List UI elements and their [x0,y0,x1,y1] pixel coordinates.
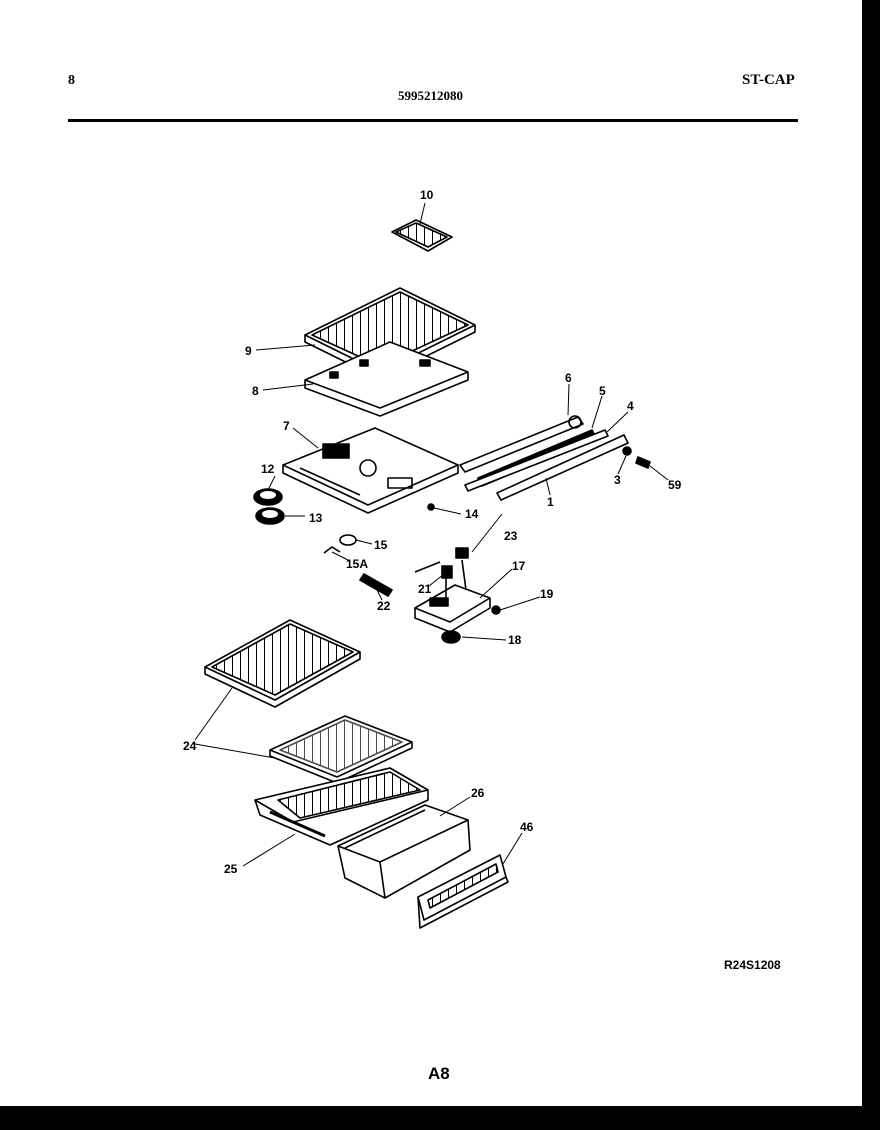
callout-21: 21 [418,582,432,596]
part-3-washer [622,446,632,456]
part-18-knob [441,630,461,644]
part-59-screw [635,456,651,469]
part-7-plate [282,427,459,514]
callout-23: 23 [504,529,518,543]
callout-9: 9 [245,344,252,358]
part-25-crisper-cover [254,767,429,846]
callout-14: 14 [465,507,479,521]
model-code: ST-CAP [742,72,795,88]
exploded-parts-diagram: 10 9 8 7 12 13 14 6 5 4 3 59 1 15 15A 22… [183,188,682,929]
callout-18: 18 [508,633,522,647]
part-46-drawer-front [417,854,509,929]
diagram-code: R24S1208 [724,958,781,972]
callout-15: 15 [374,538,388,552]
callout-5: 5 [599,384,606,398]
callout-46: 46 [520,820,534,834]
page-number: 8 [68,73,75,88]
page-id: A8 [428,1064,450,1083]
part-15-clip [339,534,357,546]
part-22-pin [359,573,393,597]
part-19-screw [491,605,501,615]
part-13-knob [255,507,285,525]
part-24-shelf-lower [269,715,413,784]
callout-59: 59 [668,478,682,492]
callout-7: 7 [283,419,290,433]
part-14-screw [427,503,435,511]
callout-8: 8 [252,384,259,398]
callout-26: 26 [471,786,485,800]
part-24-shelf-upper [204,619,361,708]
callout-13: 13 [309,511,323,525]
parts-sheet: 8 5995212080 ST-CAP [0,0,862,1106]
callout-17: 17 [512,559,526,573]
callout-4: 4 [627,399,634,413]
part-10-grille [391,219,453,252]
callout-15a: 15A [346,557,368,571]
part-15a-clip [323,546,341,554]
part-26-crisper-drawer [337,804,471,899]
callout-1: 1 [547,495,554,509]
callout-labels: 10 9 8 7 12 13 14 6 5 4 3 59 1 15 15A 22… [183,188,682,876]
callout-12: 12 [261,462,275,476]
part-1-rail [496,434,629,501]
part-21-bracket [414,561,453,598]
header-rule [68,119,798,122]
part-23-cap [455,547,469,559]
callout-24: 24 [183,739,197,753]
callout-6: 6 [565,371,572,385]
part-6-rail [459,415,584,473]
part-4-rail [464,429,609,492]
part-12-knob [253,488,283,506]
callout-3: 3 [614,473,621,487]
part-number: 5995212080 [398,88,463,103]
part-8-frame [304,341,469,417]
callout-19: 19 [540,587,554,601]
callout-10: 10 [420,188,434,202]
leader-lines [194,202,669,867]
callout-22: 22 [377,599,391,613]
callout-25: 25 [224,862,238,876]
